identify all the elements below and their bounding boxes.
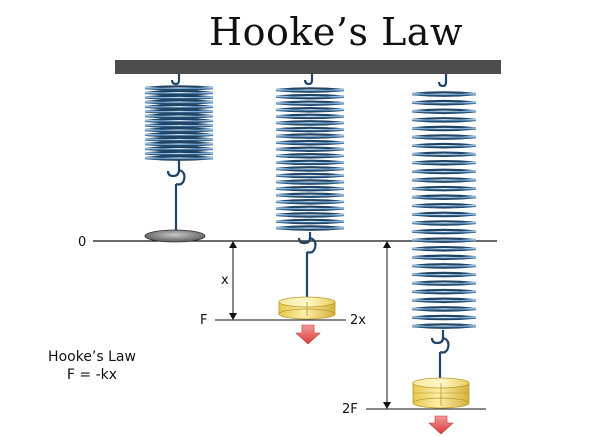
spring-coil-front: [411, 221, 477, 226]
spring-coil-front: [275, 193, 345, 199]
spring-coil-front: [411, 109, 477, 115]
spring-coil-front: [275, 141, 345, 146]
spring-coil-front: [411, 187, 477, 192]
hook-icon: [166, 160, 186, 186]
spring-coil-front: [411, 281, 477, 286]
spring-coil-front: [275, 95, 345, 100]
spring-coil-front: [144, 142, 214, 147]
spring-coil-front: [144, 119, 214, 124]
spring-coil-front: [411, 204, 477, 209]
two-f-label: 2F: [342, 402, 358, 417]
spring-coil-front: [275, 213, 345, 218]
spring-coil-front: [411, 152, 477, 158]
diagram-title: Hooke’s Law: [209, 10, 463, 54]
spring-coil-front: [275, 121, 345, 126]
spring-coil-front: [275, 226, 345, 231]
spring-coil-front: [411, 101, 477, 106]
ceiling-bar: [115, 60, 501, 74]
spring-coil-front: [144, 138, 214, 143]
spring-coil-front: [144, 105, 214, 110]
spring-coil-front: [411, 255, 477, 261]
spring-coil-front: [144, 156, 214, 161]
down-arrow-icon: [295, 324, 321, 345]
f-label: F: [200, 313, 207, 328]
hook-icon: [170, 74, 181, 86]
spring-coil-front: [144, 110, 214, 115]
spring-coil-front: [275, 108, 345, 113]
spring-coil-front: [411, 324, 477, 329]
spring-coil-front: [411, 230, 477, 235]
spring-coil-front: [144, 147, 214, 152]
spring-coil-front: [275, 220, 345, 225]
spring-coil-front: [144, 133, 214, 138]
spring-coil-front: [411, 195, 477, 200]
spring-coil-front: [275, 128, 345, 133]
spring-coil-front: [411, 170, 477, 175]
spring-one-weight: [275, 74, 345, 345]
x-dimension: x: [221, 241, 237, 320]
spring-coil-front: [411, 316, 477, 321]
spring-coil-front: [275, 167, 345, 172]
hook-icon: [297, 232, 317, 254]
x-label: x: [221, 273, 229, 288]
spring-coil-front: [411, 161, 477, 166]
spring-coil-front: [144, 96, 214, 101]
spring-coils: [411, 91, 477, 329]
spring-coil-front: [411, 264, 477, 269]
spring-coil-front: [411, 273, 477, 278]
spring-coil-front: [275, 134, 345, 139]
hook-icon: [303, 74, 314, 86]
spring-coil-front: [411, 178, 477, 183]
spring-unloaded: [144, 74, 214, 243]
spring-coil-front: [411, 92, 477, 97]
spring-coil-front: [144, 86, 214, 91]
spring-coil-front: [411, 144, 477, 149]
spring-coil-front: [411, 247, 477, 252]
spring-coil-front: [411, 238, 477, 243]
hook-icon: [430, 330, 450, 354]
weight-icon: [412, 377, 470, 409]
spring-coil-front: [275, 160, 345, 166]
hook-icon: [437, 74, 448, 88]
down-arrow-icon: [428, 415, 454, 435]
spring-coil-front: [144, 152, 214, 157]
zero-label: 0: [78, 235, 86, 250]
spring-coil-front: [411, 298, 477, 304]
spring-coil-front: [144, 100, 214, 105]
caption-title: Hooke’s Law: [48, 349, 136, 365]
spring-coil-front: [144, 128, 214, 133]
two-x-dimension: [383, 241, 391, 409]
spring-coil-front: [411, 135, 477, 140]
spring-coil-front: [275, 200, 345, 205]
base-plate: [144, 229, 206, 243]
spring-coil-front: [411, 307, 477, 312]
spring-coil-front: [411, 118, 477, 123]
spring-two-weights: [411, 74, 477, 435]
spring-coil-front: [144, 124, 214, 129]
spring-coils: [275, 87, 345, 231]
spring-coil-front: [275, 206, 345, 212]
spring-coil-front: [275, 114, 345, 120]
spring-coils: [144, 85, 214, 161]
weight-icon: [278, 296, 336, 320]
spring-coil-front: [275, 147, 345, 153]
spring-coil-front: [144, 91, 214, 96]
spring-coil-front: [411, 127, 477, 132]
spring-coil-front: [144, 114, 214, 119]
spring-coil-front: [275, 174, 345, 179]
spring-coil-front: [275, 88, 345, 93]
spring-coil-front: [275, 180, 345, 185]
spring-coil-front: [411, 213, 477, 218]
spring-coil-front: [411, 290, 477, 295]
two-x-label: 2x: [350, 313, 366, 328]
spring-coil-front: [275, 101, 345, 107]
spring-coil-front: [275, 154, 345, 159]
formula-caption: Hooke’s Law F = -kx: [22, 348, 162, 384]
spring-coil-front: [275, 187, 345, 192]
caption-formula: F = -kx: [66, 367, 118, 383]
